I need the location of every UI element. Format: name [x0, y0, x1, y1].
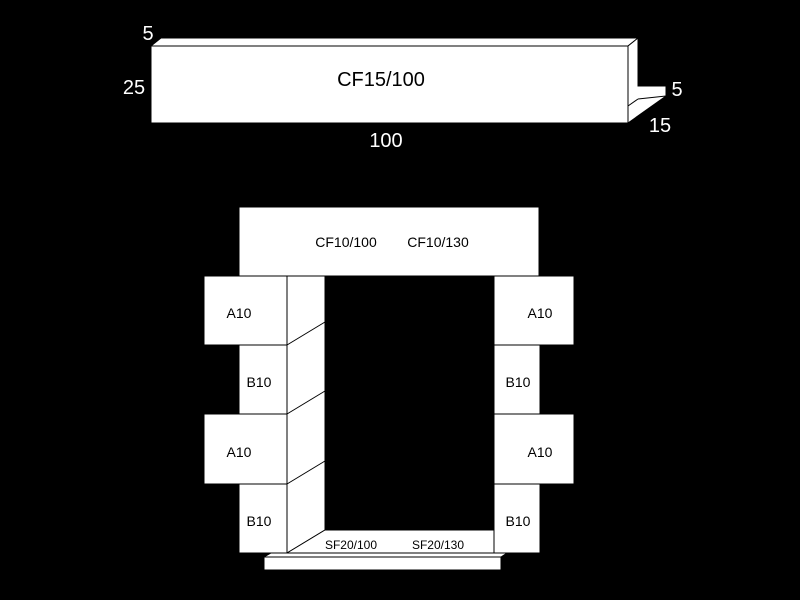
sill-label-1: SF20/100 — [325, 538, 377, 552]
cf15-front-face — [150, 45, 629, 124]
right-block-1 — [493, 275, 575, 346]
cf15-label: CF15/100 — [337, 69, 425, 91]
right-block-2-label: B10 — [506, 374, 531, 390]
dim-top-thickness: 5 — [142, 23, 153, 45]
left-jamb-joint-2 — [286, 390, 326, 415]
dim-height: 25 — [123, 77, 145, 99]
left-block-3-label: A10 — [227, 444, 252, 460]
left-jamb-inner-face — [286, 275, 326, 554]
cf15-side-face — [627, 36, 667, 124]
lintel — [238, 206, 540, 277]
left-block-3 — [203, 413, 288, 485]
lintel-label-2: CF10/130 — [407, 234, 469, 250]
cf15-flange-edge — [627, 98, 639, 107]
left-block-2-label: B10 — [247, 374, 272, 390]
right-block-4-label: B10 — [506, 513, 531, 529]
right-block-3-label: A10 — [528, 444, 553, 460]
cf15-flange-edge-2 — [637, 95, 667, 100]
frame: CF10/100 CF10/130 A10 B10 A10 B10 A10 B1… — [203, 206, 575, 571]
sill-label-2: SF20/130 — [412, 538, 464, 552]
left-block-1 — [203, 275, 288, 346]
right-block-1-label: A10 — [528, 305, 553, 321]
left-block-2 — [238, 344, 288, 415]
sill-base — [263, 556, 502, 571]
left-jamb-joint-3 — [286, 460, 326, 485]
cf15-piece: CF15/100 — [149, 36, 667, 124]
sill-base-side — [262, 552, 509, 558]
left-jamb-joint-1 — [286, 321, 326, 346]
dim-flange-thickness: 5 — [671, 79, 682, 101]
left-block-4 — [238, 483, 288, 554]
left-block-1-label: A10 — [227, 305, 252, 321]
lintel-label-1: CF10/100 — [315, 234, 377, 250]
dim-length: 100 — [369, 130, 402, 152]
left-block-4-label: B10 — [247, 513, 272, 529]
dim-flange-depth: 15 — [649, 115, 671, 137]
right-block-4 — [493, 483, 541, 554]
cf15-top-face — [149, 37, 640, 47]
